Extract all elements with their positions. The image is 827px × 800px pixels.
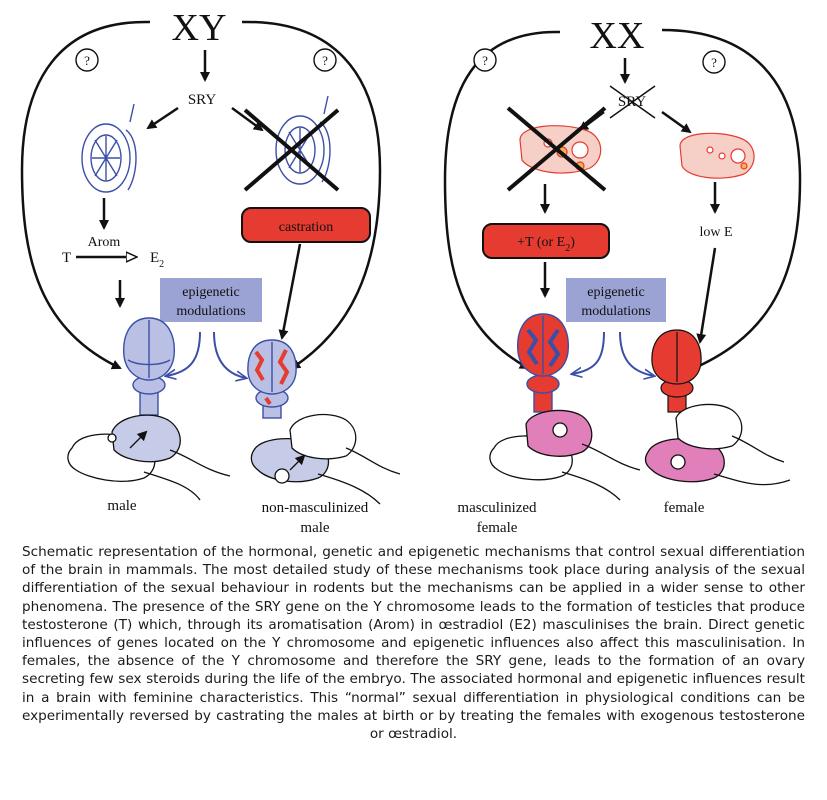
brain-icon bbox=[123, 317, 175, 416]
rat-pair-icon bbox=[250, 413, 401, 505]
treatment-box bbox=[482, 223, 610, 259]
svg-text:?: ? bbox=[711, 55, 717, 70]
rat-pair-icon bbox=[644, 403, 791, 486]
label-masculinized-female: female bbox=[477, 520, 518, 536]
brain-icon bbox=[517, 313, 569, 413]
question-mark-icon: ? bbox=[473, 48, 497, 72]
sry-label: SRY bbox=[188, 92, 217, 108]
t-label: T bbox=[62, 250, 71, 266]
question-mark-icon: ? bbox=[75, 48, 99, 72]
epigenetic-label: epigenetic bbox=[182, 285, 240, 300]
label-male: male bbox=[107, 498, 136, 514]
ovary-icon bbox=[679, 132, 755, 179]
label-female: female bbox=[664, 500, 705, 516]
arom-label: Arom bbox=[88, 235, 121, 250]
label-non-masculinized-male: male bbox=[300, 520, 329, 536]
left-inner-loop bbox=[241, 20, 382, 370]
rat-pair-icon bbox=[67, 414, 231, 501]
ovary-icon bbox=[519, 125, 602, 174]
castration-label: castration bbox=[279, 220, 333, 235]
epigenetic-box bbox=[160, 278, 262, 322]
low-e-label: low E bbox=[699, 225, 732, 240]
left-outer-loop bbox=[20, 20, 151, 370]
epigenetic-label: modulations bbox=[581, 304, 650, 319]
epigenetic-label: modulations bbox=[176, 304, 245, 319]
right-panel: XX ? ? SRY bbox=[443, 15, 802, 536]
xy-genotype: XY bbox=[172, 7, 227, 49]
epigenetic-label: epigenetic bbox=[587, 285, 645, 300]
question-mark-icon: ? bbox=[702, 50, 726, 74]
svg-text:?: ? bbox=[322, 53, 328, 68]
treatment-label: +T (or E2) bbox=[517, 235, 575, 254]
right-inner-loop bbox=[661, 28, 802, 372]
left-panel: XY ? ? SRY bbox=[20, 7, 401, 536]
xx-genotype: XX bbox=[590, 15, 645, 57]
testis-icon bbox=[81, 103, 137, 193]
cross-mark-icon bbox=[243, 108, 340, 192]
cross-mark-icon bbox=[506, 106, 607, 192]
svg-text:?: ? bbox=[482, 53, 488, 68]
figure-caption: Schematic representation of the hormonal… bbox=[22, 544, 805, 743]
castration-box bbox=[241, 207, 371, 243]
e2-label: E2 bbox=[150, 250, 164, 270]
right-outer-loop bbox=[443, 30, 561, 370]
epigenetic-box bbox=[566, 278, 666, 322]
question-mark-icon: ? bbox=[313, 48, 337, 72]
diagram: XY ? ? SRY bbox=[20, 7, 802, 536]
label-non-masculinized: non-masculinized bbox=[262, 500, 369, 516]
cross-mark-icon bbox=[609, 85, 656, 119]
rat-pair-icon bbox=[489, 409, 641, 501]
label-masculinized: masculinized bbox=[457, 500, 537, 516]
brain-icon bbox=[651, 329, 702, 413]
brain-icon bbox=[247, 339, 297, 419]
svg-text:?: ? bbox=[84, 53, 90, 68]
